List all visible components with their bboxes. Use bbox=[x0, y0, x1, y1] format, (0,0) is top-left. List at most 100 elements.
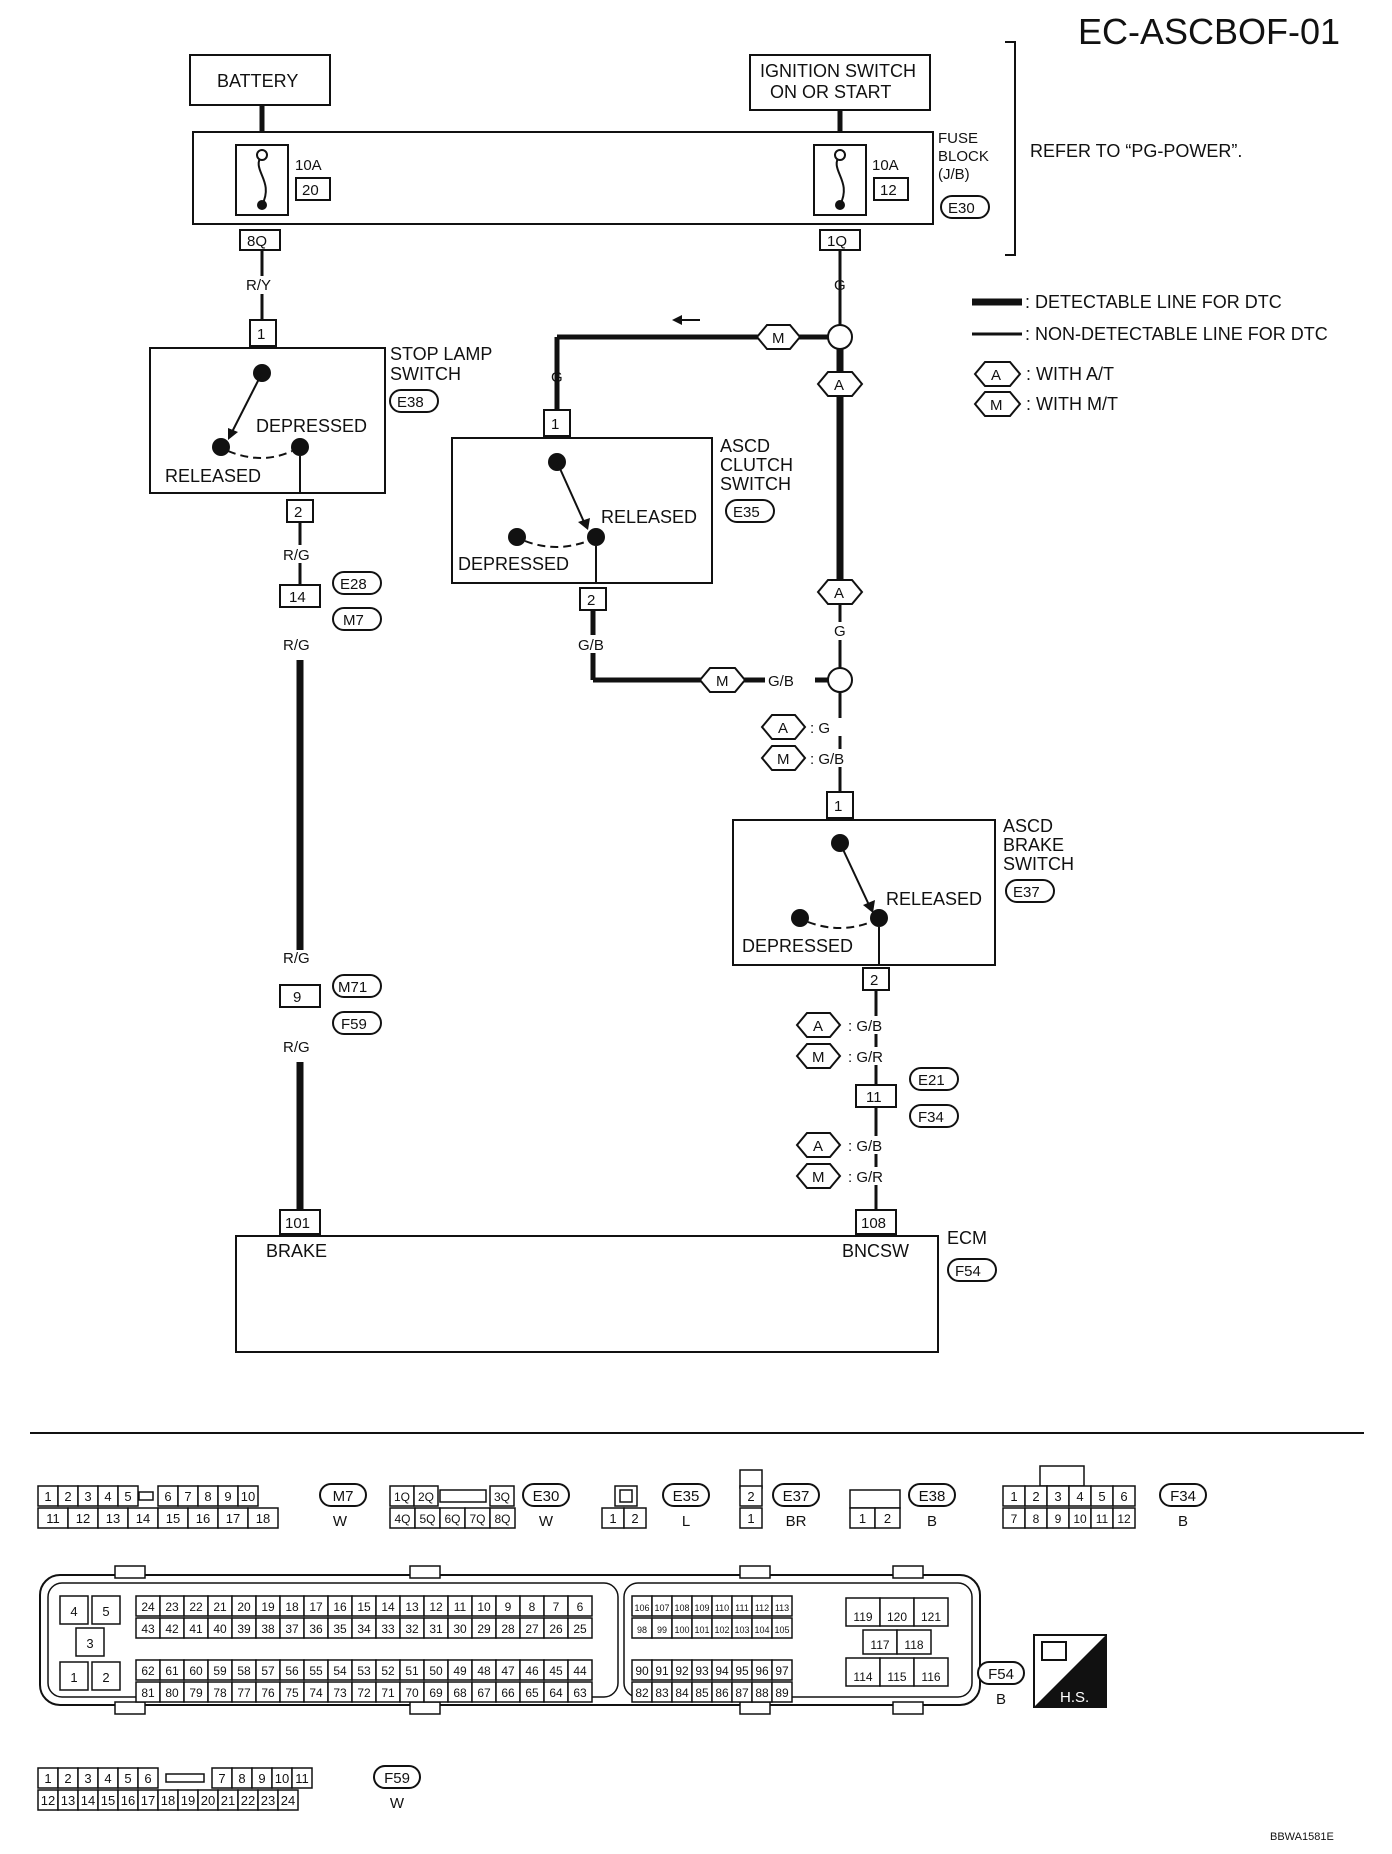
pin-74: 74 bbox=[309, 1686, 323, 1700]
pin-109: 109 bbox=[694, 1603, 709, 1613]
pin-10: 10 bbox=[241, 1489, 255, 1504]
wire-rg-3: R/G bbox=[283, 950, 310, 967]
pin-12: 12 bbox=[1117, 1512, 1131, 1526]
clutch-pin2: 2 bbox=[587, 592, 595, 609]
connector-m7-color: W bbox=[333, 1513, 348, 1530]
branch-m-4: M bbox=[812, 1049, 825, 1066]
pin-23: 23 bbox=[165, 1600, 179, 1614]
connector-f59-name: F59 bbox=[384, 1770, 410, 1787]
pin-5Q: 5Q bbox=[419, 1512, 435, 1526]
clutch-name-1: ASCD bbox=[720, 436, 770, 456]
wire-at-gb: : G/B bbox=[848, 1018, 882, 1035]
clutch-pin1: 1 bbox=[551, 416, 559, 433]
connector-e35-name: E35 bbox=[673, 1488, 700, 1505]
pin-16: 16 bbox=[121, 1793, 135, 1808]
pin-25: 25 bbox=[573, 1622, 587, 1636]
pin-11: 11 bbox=[46, 1511, 60, 1526]
pin-80: 80 bbox=[165, 1686, 179, 1700]
pin-34: 34 bbox=[357, 1622, 371, 1636]
branch-a-3: A bbox=[778, 720, 788, 737]
pin-1Q: 1Q bbox=[394, 1490, 410, 1504]
ecm-box bbox=[235, 1235, 939, 1353]
joint-11: 11 bbox=[866, 1089, 882, 1106]
wire-g-clutch: G bbox=[551, 369, 563, 386]
pin-13: 13 bbox=[106, 1511, 120, 1526]
pin-14: 14 bbox=[136, 1511, 150, 1526]
pin-96: 96 bbox=[755, 1664, 769, 1678]
joint-m7: M7 bbox=[343, 612, 364, 629]
pin-77: 77 bbox=[237, 1686, 251, 1700]
pin-6: 6 bbox=[164, 1489, 171, 1504]
wire-rg-1: R/G bbox=[283, 547, 310, 564]
legend-mt: : WITH M/T bbox=[1026, 394, 1118, 414]
pin-10: 10 bbox=[477, 1600, 491, 1614]
branch-m-2: M bbox=[716, 673, 729, 690]
fuse-block-label-3: (J/B) bbox=[938, 166, 970, 183]
wire-g-top: G bbox=[834, 277, 846, 294]
pin-38: 38 bbox=[261, 1622, 275, 1636]
clutch-depressed: DEPRESSED bbox=[458, 554, 569, 574]
connector-e30-color: W bbox=[539, 1513, 554, 1530]
pin-9: 9 bbox=[258, 1771, 265, 1786]
pin-94: 94 bbox=[715, 1664, 729, 1678]
pin-116: 116 bbox=[921, 1670, 940, 1684]
pin-45: 45 bbox=[549, 1664, 563, 1678]
pin-17: 17 bbox=[309, 1600, 323, 1614]
branch-m-1: M bbox=[772, 330, 785, 347]
pin-3: 3 bbox=[84, 1771, 91, 1786]
ecm-name: ECM bbox=[947, 1228, 987, 1248]
fuse-right-num: 12 bbox=[880, 182, 897, 199]
pin-32: 32 bbox=[405, 1622, 419, 1636]
stop-lamp-released: RELEASED bbox=[165, 466, 261, 486]
pin-12: 12 bbox=[41, 1793, 55, 1808]
wire-at-gb-2: : G/B bbox=[848, 1138, 882, 1155]
wire-at-g: : G bbox=[810, 720, 830, 737]
pin-8: 8 bbox=[204, 1489, 211, 1504]
pin-90: 90 bbox=[635, 1664, 649, 1678]
pin-20: 20 bbox=[237, 1600, 251, 1614]
pin-1q: 1Q bbox=[827, 233, 847, 250]
connector-icon bbox=[1041, 1641, 1067, 1661]
fuse-left-num: 20 bbox=[302, 182, 319, 199]
connector-e37-color: BR bbox=[786, 1513, 807, 1530]
pin-64: 64 bbox=[549, 1686, 563, 1700]
pin-6: 6 bbox=[1120, 1489, 1127, 1504]
clutch-released: RELEASED bbox=[601, 507, 697, 527]
clutch-switch-box bbox=[451, 437, 713, 584]
pin-42: 42 bbox=[165, 1622, 179, 1636]
pin-4: 4 bbox=[104, 1771, 111, 1786]
pin-10: 10 bbox=[1073, 1512, 1087, 1526]
pin-6: 6 bbox=[144, 1771, 151, 1786]
pin-15: 15 bbox=[166, 1511, 180, 1526]
joint-m71: M71 bbox=[338, 979, 367, 996]
pin-35: 35 bbox=[333, 1622, 347, 1636]
pin-73: 73 bbox=[333, 1686, 347, 1700]
pin-3: 3 bbox=[1054, 1489, 1061, 1504]
pin-118: 118 bbox=[904, 1638, 923, 1652]
pin-91: 91 bbox=[655, 1664, 669, 1678]
pin-14: 14 bbox=[81, 1793, 95, 1808]
branch-a-4: A bbox=[813, 1018, 823, 1035]
pin-28: 28 bbox=[501, 1622, 515, 1636]
pin-58: 58 bbox=[237, 1664, 251, 1678]
pin-15: 15 bbox=[101, 1793, 115, 1808]
pin-40: 40 bbox=[213, 1622, 227, 1636]
pin-2: 2 bbox=[64, 1771, 71, 1786]
pin-52: 52 bbox=[381, 1664, 395, 1678]
pin-17: 17 bbox=[226, 1511, 240, 1526]
pin-56: 56 bbox=[285, 1664, 299, 1678]
pin-83: 83 bbox=[655, 1686, 669, 1700]
pin-72: 72 bbox=[357, 1686, 371, 1700]
pin-8: 8 bbox=[529, 1600, 536, 1614]
pin-103: 103 bbox=[734, 1625, 749, 1635]
fuse-block-label-2: BLOCK bbox=[938, 148, 989, 165]
pin-115: 115 bbox=[887, 1670, 906, 1684]
pin-114: 114 bbox=[853, 1670, 872, 1684]
pin-12: 12 bbox=[76, 1511, 90, 1526]
branch-a-2: A bbox=[834, 585, 844, 602]
clutch-name-2: CLUTCH bbox=[720, 455, 793, 475]
pin-18: 18 bbox=[161, 1793, 175, 1808]
stop-lamp-depressed: DEPRESSED bbox=[256, 416, 367, 436]
wire-rg-4: R/G bbox=[283, 1039, 310, 1056]
pin-8: 8 bbox=[1033, 1512, 1040, 1526]
